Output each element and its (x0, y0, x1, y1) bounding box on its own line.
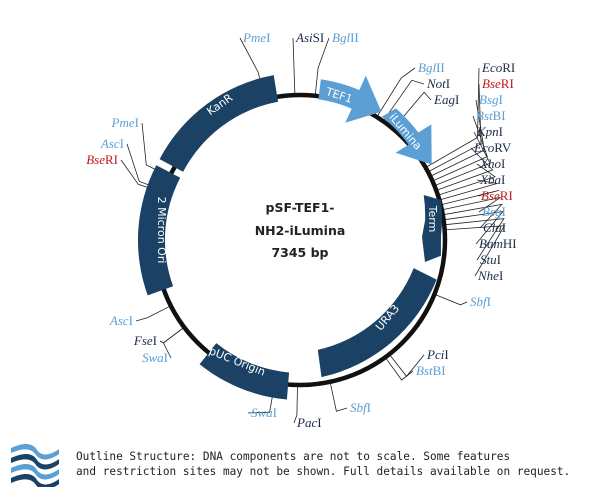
plasmid-name-line2: NH2-iLumina (255, 223, 346, 238)
site-connector (159, 326, 185, 344)
site-connector (430, 99, 485, 177)
site-label-asci: AscI (109, 313, 133, 328)
site-label-bsgi: BsgI (482, 204, 506, 219)
feature-term[interactable]: Term (422, 195, 443, 262)
disclaimer-line2: and restriction sites may not be shown. … (76, 465, 571, 478)
feature-puc[interactable]: pUC Origin (199, 343, 290, 400)
site-label-clai: ClaI (483, 220, 506, 235)
site-label-sbfi: SbfI (470, 294, 491, 309)
site-label-xbai: XbaI (479, 172, 505, 187)
site-label-bseri: BseRI (86, 152, 118, 167)
feature-ilumina-label: iLumina (386, 111, 424, 153)
site-label-ecori: EcoRI (481, 60, 515, 75)
footer: Outline Structure: DNA components are no… (8, 437, 598, 492)
site-label-kpni: KpnI (476, 124, 503, 139)
site-label-xhoi: XhoI (479, 156, 505, 171)
site-label-bseri: BseRI (482, 76, 514, 91)
site-connector (314, 37, 330, 96)
site-label-paci: PacI (296, 415, 322, 430)
feature-twomicron-label: 2 Micron Ori (155, 197, 168, 264)
feature-kanr-block (159, 75, 279, 172)
feature-tef1[interactable]: TEF1 (318, 75, 382, 123)
site-label-bstbi: BstBI (476, 108, 506, 123)
feature-ilumina-block (381, 108, 432, 165)
site-label-eagi: EagI (433, 92, 459, 107)
feature-puc-block (199, 343, 290, 400)
site-label-asisi: AsiSI (295, 30, 324, 45)
feature-term-label: Term (426, 205, 439, 233)
site-connector (329, 381, 348, 412)
site-connector (382, 79, 425, 122)
site-label-swai: SwaI (142, 350, 168, 365)
feature-kanr[interactable]: KanR (159, 75, 279, 172)
site-connector (376, 67, 416, 118)
site-label-asci: AscI (100, 136, 124, 151)
site-label-fsei: FseI (133, 333, 157, 348)
site-connector (444, 225, 506, 277)
site-label-bglii: BglII (418, 60, 445, 75)
site-connector (440, 190, 500, 206)
feature-twomicron[interactable]: 2 Micron Ori (137, 165, 181, 296)
site-label-noti: NotI (426, 76, 450, 91)
site-label-bseri: BseRI (481, 188, 513, 203)
disclaimer-line1: Outline Structure: DNA components are no… (76, 450, 511, 463)
site-connector (293, 384, 298, 424)
site-connector (434, 293, 468, 306)
feature-ura3-block (317, 268, 437, 378)
feature-ilumina[interactable]: iLumina (381, 108, 432, 165)
feature-term-block (422, 195, 443, 262)
dna-helix-icon (11, 443, 59, 487)
site-label-bstbi: BstBI (416, 363, 446, 378)
site-label-nhei: NheI (477, 268, 503, 283)
site-connector (384, 357, 414, 381)
plasmid-name-line1: pSF-TEF1- (266, 200, 335, 215)
site-label-bsgi: BsgI (479, 92, 503, 107)
feature-twomicron-block (137, 165, 181, 296)
site-connector (439, 179, 498, 201)
site-label-pmei: PmeI (111, 115, 139, 130)
site-label-bamhi: BamHI (479, 236, 517, 251)
site-connector (444, 218, 505, 261)
site-connector (432, 115, 488, 182)
site-label-pmei: PmeI (242, 30, 270, 45)
site-connector (292, 37, 296, 96)
site-connector (425, 67, 480, 168)
site-label-ecorv: EcoRV (473, 140, 512, 155)
site-connector (436, 147, 494, 191)
feature-tef1-block (318, 75, 382, 123)
plasmid-size: 7345 bp (271, 245, 328, 260)
site-connector (434, 131, 491, 187)
site-label-stui: StuI (480, 252, 501, 267)
disclaimer: Outline Structure: DNA components are no… (76, 449, 596, 479)
site-label-pcii: PciI (426, 347, 449, 362)
site-label-swai: SwaI (251, 405, 277, 420)
site-connector (443, 210, 504, 245)
site-label-sbfi: SbfI (350, 400, 371, 415)
site-connector (427, 83, 482, 173)
site-connector (135, 305, 171, 322)
site-label-bglii: BglII (332, 30, 359, 45)
site-connector (437, 163, 496, 196)
